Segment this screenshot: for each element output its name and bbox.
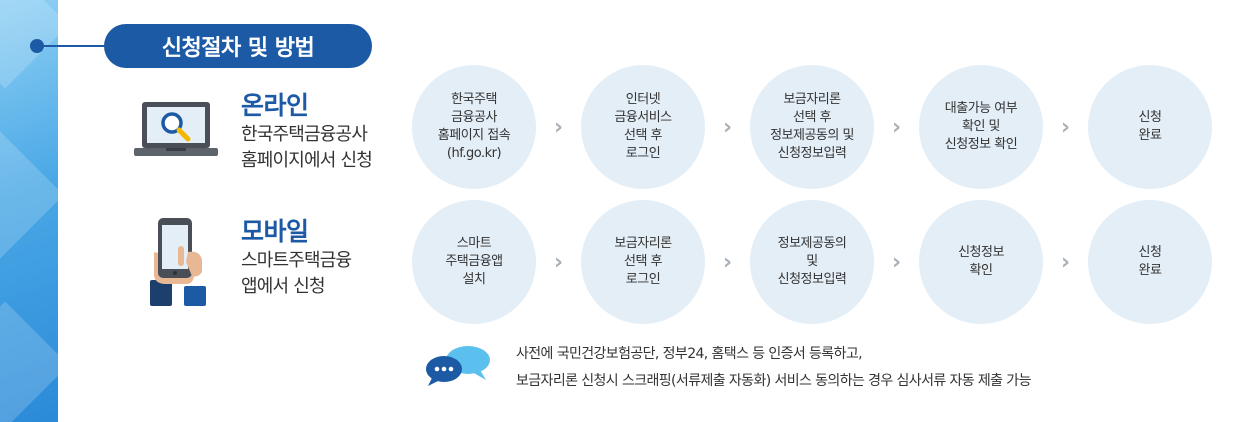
mobile-steps: 스마트 주택금융앱 설치 › 보금자리론 선택 후 로그인 › 정보제공동의 및… <box>412 200 1212 324</box>
note-line-1: 사전에 국민건강보험공단, 정부24, 홈택스 등 인증서 등록하고, <box>516 346 863 362</box>
online-step-1: 한국주택 금융공사 홈페이지 접속 (hf.go.kr) <box>412 65 536 189</box>
online-step-5: 신청 완료 <box>1088 65 1212 189</box>
online-steps: 한국주택 금융공사 홈페이지 접속 (hf.go.kr) › 인터넷 금융서비스… <box>412 65 1212 189</box>
online-step-3: 보금자리론 선택 후 정보제공동의 및 신청정보입력 <box>750 65 874 189</box>
online-desc-line-2: 홈페이지에서 신청 <box>241 150 373 171</box>
mobile-title: 모바일 <box>241 217 309 246</box>
left-decorative-strip <box>0 0 58 422</box>
chevron-right-icon: › <box>553 249 564 275</box>
section-title: 신청절차 및 방법 <box>104 24 372 68</box>
chevron-right-icon: › <box>553 114 564 140</box>
mobile-step-2: 보금자리론 선택 후 로그인 <box>581 200 705 324</box>
chevron-right-icon: › <box>722 249 733 275</box>
online-desc-line-1: 한국주택금융공사 <box>241 124 368 145</box>
title-connector-line <box>40 45 112 47</box>
mobile-step-1: 스마트 주택금융앱 설치 <box>412 200 536 324</box>
chevron-right-icon: › <box>891 249 902 275</box>
note-line-2: 보금자리론 신청시 스크래핑(서류제출 자동화) 서비스 동의하는 경우 심사서… <box>516 373 1031 389</box>
chat-bubble-icon <box>422 342 494 392</box>
laptop-search-icon <box>132 98 220 172</box>
left-strip-pattern <box>0 0 58 422</box>
online-title: 온라인 <box>241 91 309 120</box>
mobile-desc-line-1: 스마트주택금융 <box>241 250 352 271</box>
chevron-right-icon: › <box>891 114 902 140</box>
title-connector-dot <box>30 39 44 53</box>
mobile-step-5: 신청 완료 <box>1088 200 1212 324</box>
mobile-step-4: 신청정보 확인 <box>919 200 1043 324</box>
chevron-right-icon: › <box>1060 249 1071 275</box>
online-description: 한국주택금융공사 홈페이지에서 신청 <box>241 122 373 174</box>
chevron-right-icon: › <box>722 114 733 140</box>
chevron-right-icon: › <box>1060 114 1071 140</box>
mobile-description: 스마트주택금융 앱에서 신청 <box>241 248 352 300</box>
mobile-desc-line-2: 앱에서 신청 <box>241 276 326 297</box>
mobile-step-3: 정보제공동의 및 신청정보입력 <box>750 200 874 324</box>
online-step-4: 대출가능 여부 확인 및 신청정보 확인 <box>919 65 1043 189</box>
smartphone-hand-icon <box>140 212 216 312</box>
online-step-2: 인터넷 금융서비스 선택 후 로그인 <box>581 65 705 189</box>
